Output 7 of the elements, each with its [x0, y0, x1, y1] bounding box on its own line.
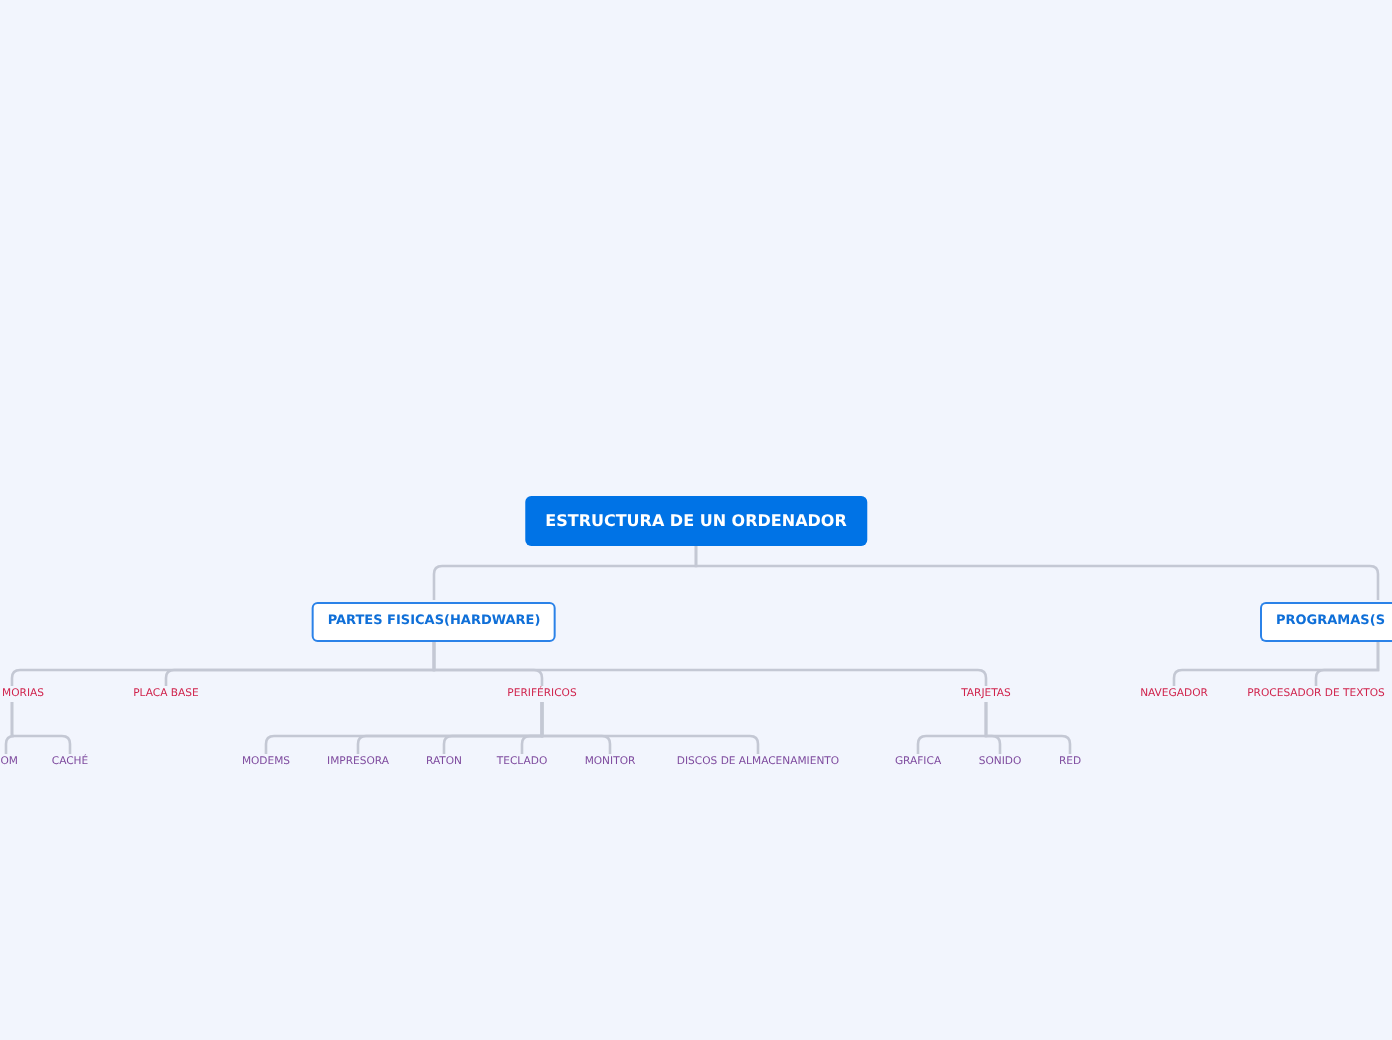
central-topic-box: ESTRUCTURA DE UN ORDENADOR	[525, 496, 867, 546]
connector-line	[540, 702, 760, 754]
connector-line	[1314, 642, 1380, 686]
connector-line	[10, 702, 72, 754]
connector-line	[694, 546, 1380, 600]
connector-line	[984, 702, 1072, 754]
connector-line	[432, 642, 988, 686]
